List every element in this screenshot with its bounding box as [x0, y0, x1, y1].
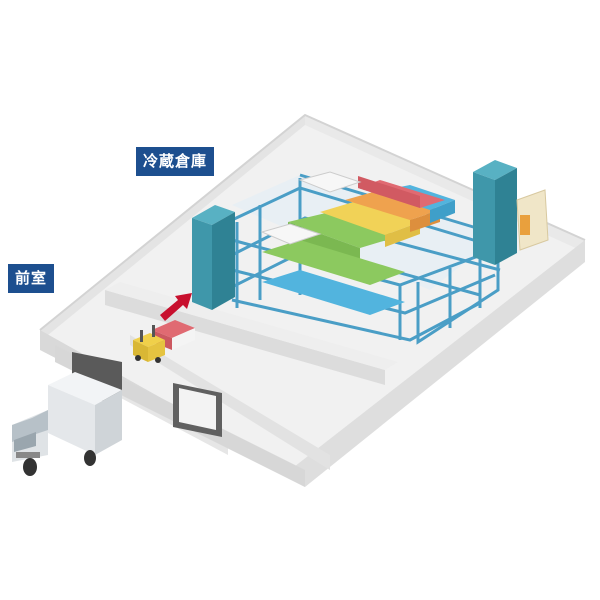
forklift-icon [133, 325, 165, 363]
rack-side-frame [416, 248, 500, 345]
pallet-blue [430, 200, 455, 223]
stacker-crane-left [192, 205, 235, 310]
outbound-conveyor [516, 189, 549, 251]
pallet-white [298, 171, 362, 193]
pallet-red [358, 176, 420, 208]
pallet-orange [345, 190, 440, 220]
inner-low-wall [130, 335, 330, 470]
stacker-crane-right [473, 160, 517, 265]
right-outer-wall [290, 240, 585, 487]
pallet-yellow [320, 200, 420, 235]
anteroom-label: 前室 [8, 264, 55, 293]
delivery-truck-icon [12, 372, 122, 476]
partition-wall [105, 290, 385, 385]
door-opening [179, 388, 216, 430]
storage-rack [231, 171, 501, 345]
pallet-white [260, 223, 322, 245]
up-arrow-icon [160, 293, 192, 321]
cold-storage-label: 冷蔵倉庫 [136, 147, 215, 176]
pallet-blue [262, 270, 405, 315]
pallet-green [288, 212, 400, 248]
pallet-green [262, 240, 405, 285]
